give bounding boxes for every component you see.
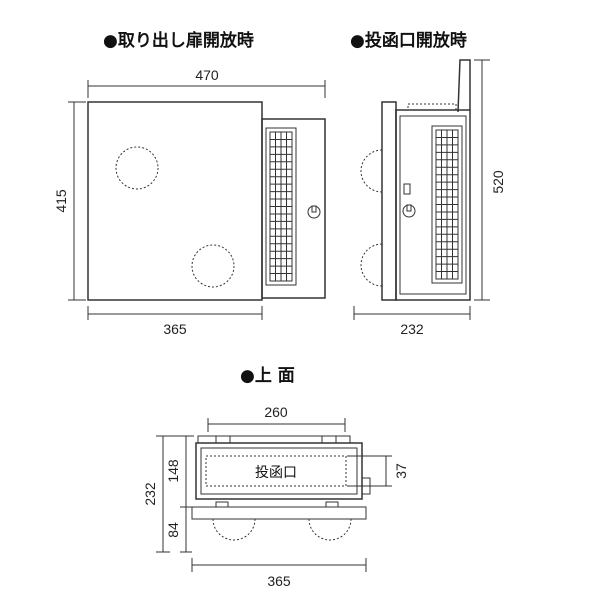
dim-front-height: 415	[53, 101, 86, 301]
top-body-outer	[195, 442, 363, 500]
front-foot-circle-upper	[115, 146, 159, 190]
side-lock-icon	[402, 183, 416, 218]
side-open-lid	[457, 59, 471, 113]
dim-label-84: 84	[165, 522, 181, 538]
side-back-wall	[381, 101, 397, 301]
heading-slot-open: ●投函口開放時	[350, 30, 467, 51]
top-foot-circle-left	[212, 518, 256, 541]
dim-label-365-top: 365	[267, 573, 291, 589]
front-vent-grid	[265, 127, 297, 286]
dim-label-37: 37	[393, 463, 409, 479]
side-foot-circle-lower	[360, 243, 383, 287]
dim-label-232-top: 232	[142, 482, 158, 506]
dim-label-232-side: 232	[400, 321, 424, 337]
side-slot-outline	[407, 103, 457, 111]
side-body-inner	[399, 115, 467, 295]
dim-front-width-total: 470	[87, 67, 326, 98]
dim-side-depth: 232	[353, 306, 471, 337]
top-door-hinge-right	[325, 501, 339, 508]
side-foot-circle-upper	[360, 149, 383, 193]
side-vent-grid	[431, 125, 463, 284]
front-body	[261, 118, 326, 299]
dim-label-148: 148	[165, 459, 181, 483]
top-door-hinge-left	[215, 501, 229, 508]
heading-front-open: ●取り出し扉開放時	[103, 30, 254, 51]
heading-top-view: ●上 面	[240, 366, 295, 386]
top-foot-circle-right	[308, 518, 352, 541]
dim-label-520: 520	[490, 170, 506, 194]
front-lock-icon	[307, 205, 321, 219]
dim-front-body-width: 365	[87, 306, 263, 337]
dim-label-415: 415	[53, 189, 69, 213]
dim-top-depth: 232 148 84	[142, 435, 194, 553]
top-slot-outline	[205, 455, 347, 487]
dim-top-slot-width: 260	[207, 404, 346, 432]
dim-top-width: 365	[191, 558, 367, 589]
front-view: 470 415 365	[53, 67, 326, 337]
front-foot-circle-lower	[191, 244, 235, 288]
top-hinge-right	[321, 435, 337, 444]
top-door	[191, 506, 367, 520]
top-slot-label: 投函口	[255, 465, 297, 481]
top-body-inner	[200, 447, 358, 495]
dim-label-365-front: 365	[163, 321, 187, 337]
side-view: 520 232	[353, 59, 506, 337]
dim-label-470: 470	[195, 67, 219, 83]
top-lid	[197, 435, 351, 444]
top-hinge-left	[215, 435, 231, 444]
dim-label-260: 260	[264, 404, 288, 420]
dim-side-height: 520	[474, 59, 506, 301]
top-view: 260 投函口 37	[142, 404, 409, 589]
dim-top-slot-height: 37	[347, 455, 409, 487]
front-door-panel	[87, 101, 263, 301]
